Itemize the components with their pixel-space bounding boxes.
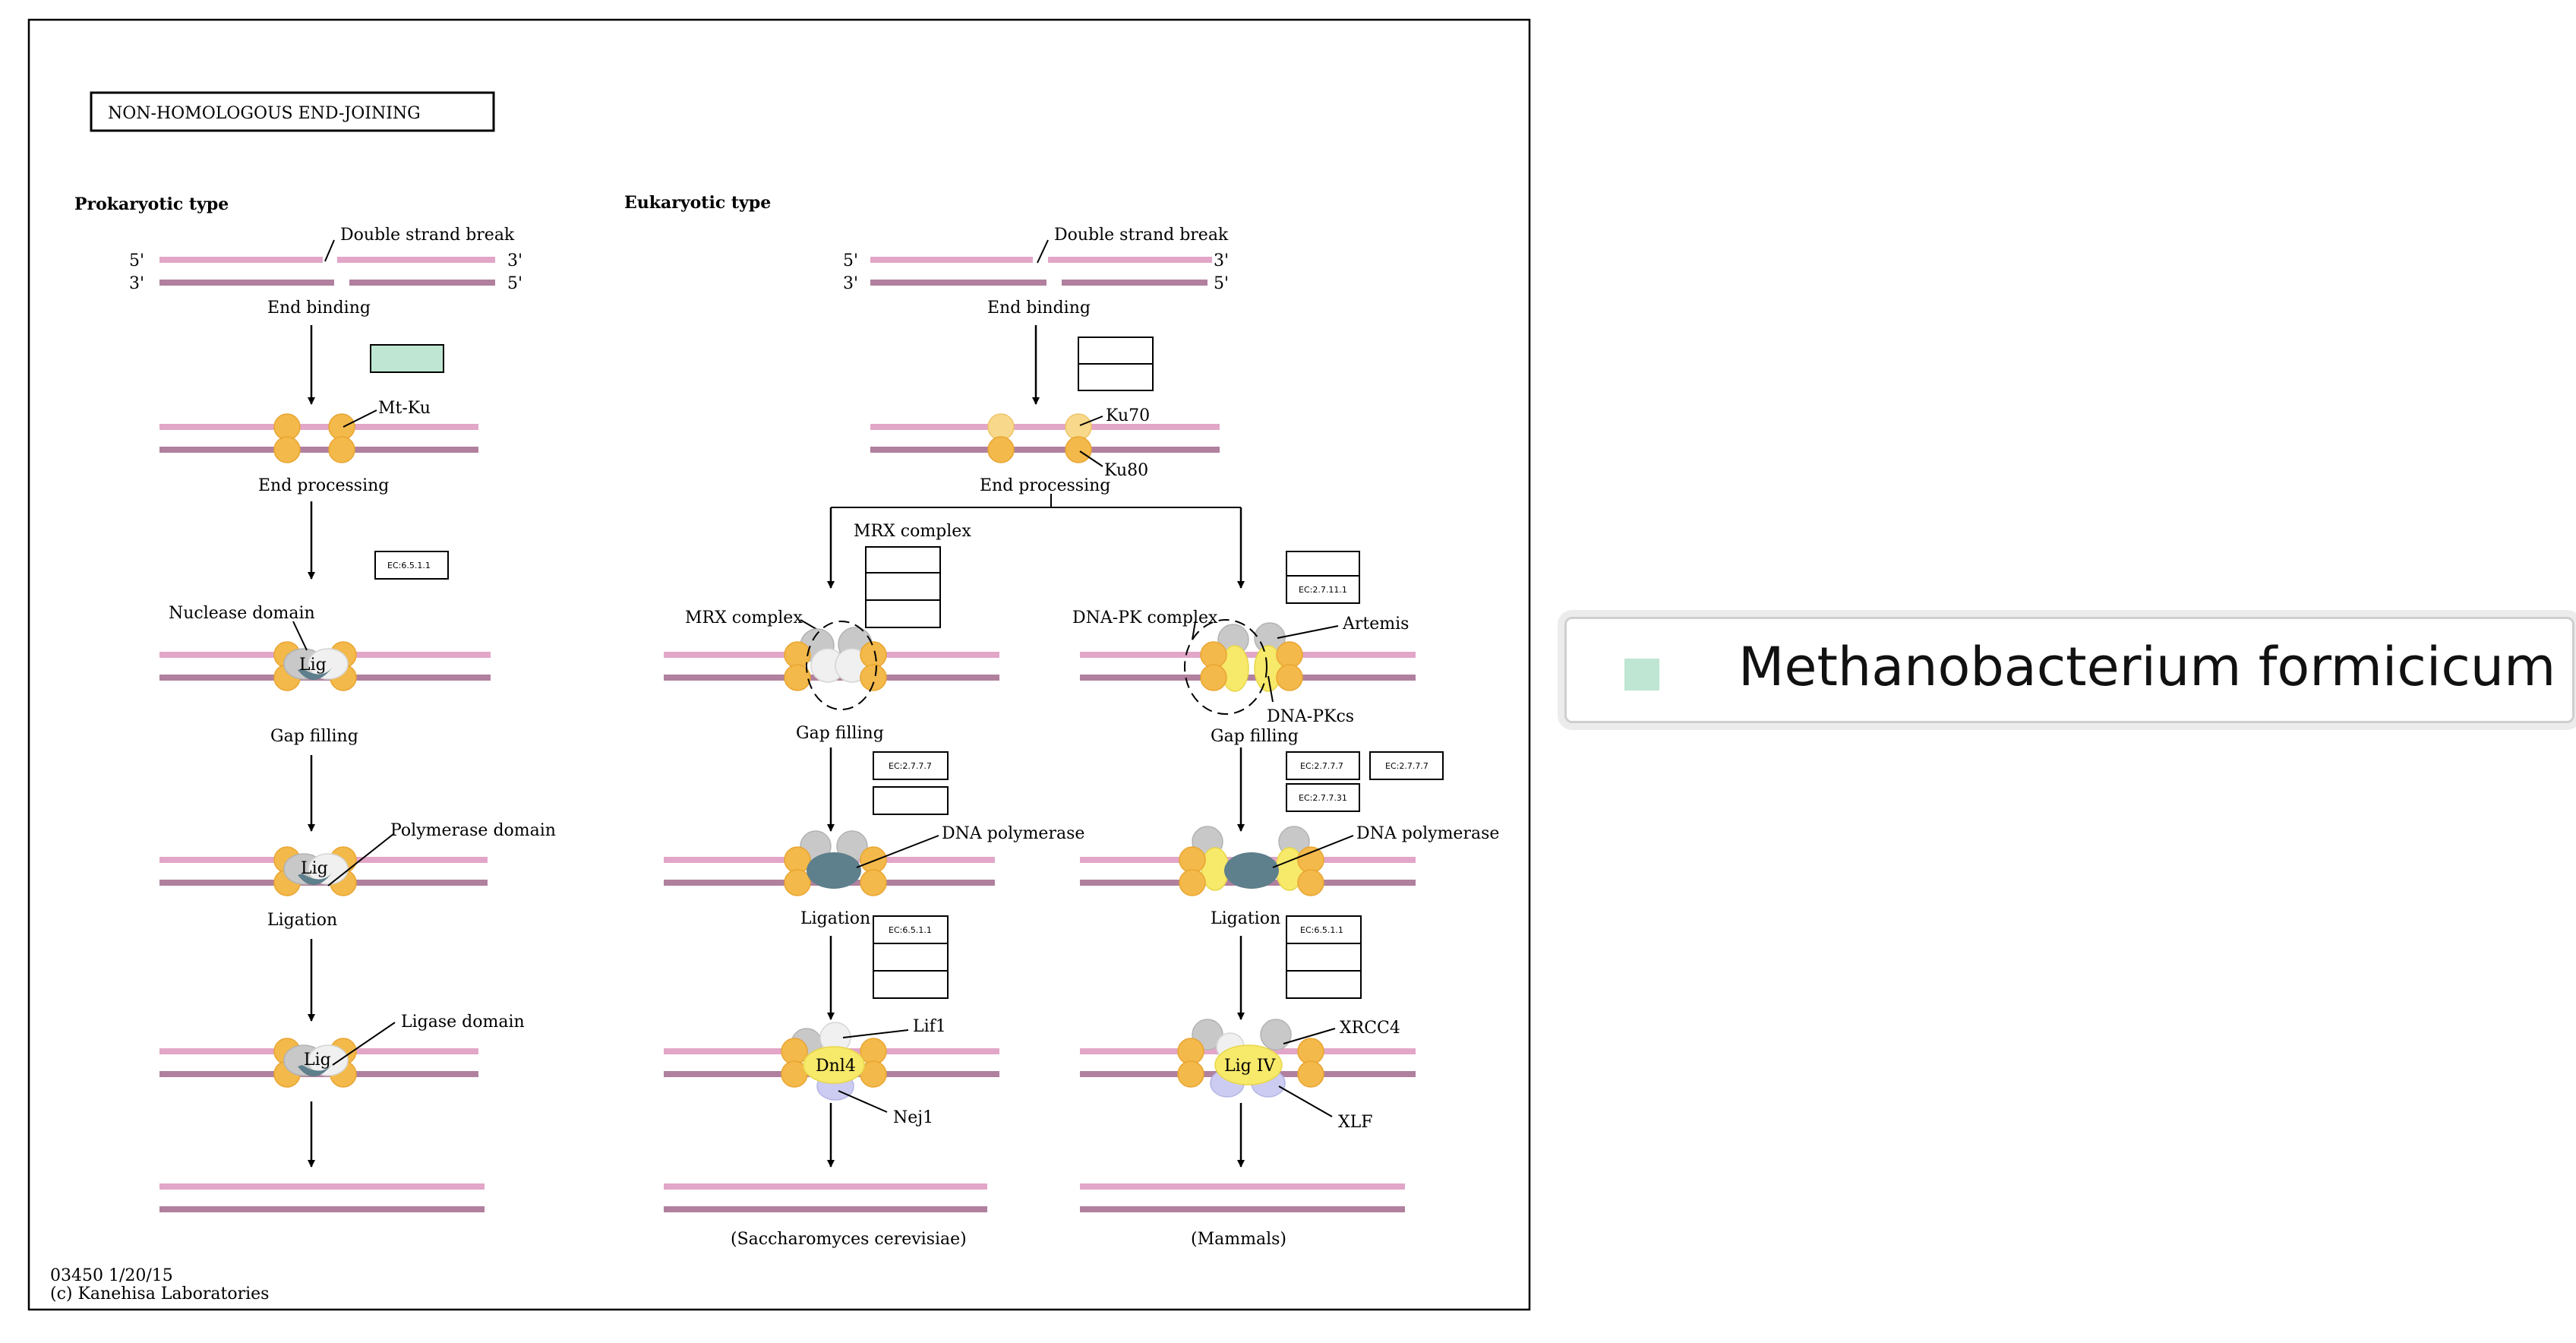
ec-label: EC:2.7.7.7 — [889, 761, 932, 771]
dna-pk-complex-label: DNA-PK complex — [1072, 608, 1218, 627]
step-end-processing: End processing — [980, 476, 1110, 495]
xrcc4-label: XRCC4 — [1340, 1019, 1400, 1038]
lig-iv-label: Lig IV — [1224, 1057, 1276, 1076]
three-prime-label: 3' — [507, 251, 522, 270]
ec-box-lig-right[interactable] — [1286, 915, 1362, 999]
mrx-complex-label: MRX complex — [685, 608, 803, 627]
step-gap-filling: Gap filling — [270, 727, 358, 746]
organism-yeast-label: (Saccharomyces cerevisiae) — [731, 1230, 967, 1249]
ec-box-processing[interactable] — [374, 551, 449, 580]
three-prime-label: 3' — [843, 274, 858, 293]
five-prime-label: 5' — [507, 274, 522, 293]
ec-box-pol-right-b[interactable] — [1369, 751, 1444, 780]
step-gap-filling: Gap filling — [1211, 727, 1299, 746]
ec-label: EC:2.7.11.1 — [1299, 585, 1347, 595]
ec-label: EC:6.5.1.1 — [387, 561, 431, 570]
dnl4-label: Dnl4 — [816, 1057, 856, 1076]
ec-label: EC:6.5.1.1 — [889, 925, 932, 935]
step-end-processing: End processing — [258, 476, 389, 495]
footer-copyright: (c) Kanehisa Laboratories — [50, 1285, 269, 1304]
dna-pkcs-label: DNA-PKcs — [1267, 707, 1354, 726]
nej1-label: Nej1 — [893, 1108, 933, 1127]
ec-box-dnapk[interactable] — [1286, 575, 1360, 604]
legend-swatch — [1624, 659, 1659, 690]
legend-organism-label: Methanobacterium formicicum — [1738, 636, 2556, 698]
ec-box-pol-right-a[interactable] — [1286, 751, 1360, 780]
step-ligation: Ligation — [267, 911, 337, 930]
step-ligation: Ligation — [1211, 909, 1280, 928]
three-prime-label: 3' — [1214, 251, 1229, 270]
nuclease-domain-label: Nuclease domain — [169, 604, 315, 623]
step-gap-filling: Gap filling — [796, 724, 884, 743]
organism-legend: Methanobacterium formicicum — [1564, 617, 2574, 723]
ec-box-pol-right-c[interactable] — [1286, 783, 1360, 812]
three-prime-label: 3' — [129, 274, 144, 293]
ec-label: EC:2.7.7.7 — [1385, 761, 1428, 771]
footer-code: 03450 1/20/15 — [50, 1266, 173, 1285]
xlf-label: XLF — [1338, 1113, 1373, 1132]
dsb-label: Double strand break — [1054, 226, 1229, 245]
step-end-binding: End binding — [267, 299, 371, 318]
eukaryotic-panel: Eukaryotic type 5' 3' 3' 5' Double stran… — [624, 193, 1499, 1249]
ec-label: EC:2.7.7.31 — [1299, 793, 1347, 803]
ku70-label: Ku70 — [1106, 406, 1150, 425]
mrx-complex-label: MRX complex — [854, 522, 971, 541]
step-end-binding: End binding — [987, 299, 1091, 318]
five-prime-label: 5' — [129, 251, 144, 270]
mrx-gene-box[interactable] — [865, 546, 941, 628]
mt-ku-gene-box[interactable] — [370, 344, 444, 373]
map-title: NON-HOMOLOGOUS END-JOINING — [108, 104, 421, 123]
eukaryotic-heading: Eukaryotic type — [624, 193, 771, 213]
lif1-label: Lif1 — [913, 1017, 946, 1036]
pol-gene-box-left[interactable] — [873, 786, 949, 815]
title-box — [90, 91, 495, 132]
dna-polymerase-label: DNA polymerase — [942, 824, 1084, 843]
five-prime-label: 5' — [1214, 274, 1229, 293]
dnapk-gene-box[interactable] — [1286, 551, 1360, 580]
mt-ku-label: Mt-Ku — [378, 399, 431, 418]
ec-box-lig-left[interactable] — [873, 915, 949, 999]
organism-mammals-label: (Mammals) — [1191, 1230, 1286, 1249]
ligase-domain-label: Ligase domain — [401, 1013, 525, 1032]
ec-box-pol-left[interactable] — [873, 751, 949, 780]
lig-label: Lig — [299, 656, 327, 675]
prokaryotic-panel: Prokaryotic type 5' 3' 3' 5' Double stra… — [74, 194, 556, 1212]
ec-label: EC:6.5.1.1 — [1300, 925, 1343, 935]
dna-polymerase-label: DNA polymerase — [1356, 824, 1499, 843]
ec-label: EC:2.7.7.7 — [1300, 761, 1343, 771]
step-ligation: Ligation — [800, 909, 870, 928]
lig-label: Lig — [301, 859, 328, 878]
five-prime-label: 5' — [843, 251, 858, 270]
dsb-label: Double strand break — [340, 226, 515, 245]
polymerase-domain-label: Polymerase domain — [390, 821, 556, 840]
artemis-label: Artemis — [1342, 615, 1409, 634]
pathway-map: .t { font-family: "DejaVu Serif", serif;… — [27, 18, 1531, 1311]
lig-label: Lig — [304, 1051, 331, 1070]
map-frame — [27, 18, 1531, 1311]
ku80-label: Ku80 — [1104, 461, 1148, 480]
prokaryotic-heading: Prokaryotic type — [74, 194, 229, 214]
